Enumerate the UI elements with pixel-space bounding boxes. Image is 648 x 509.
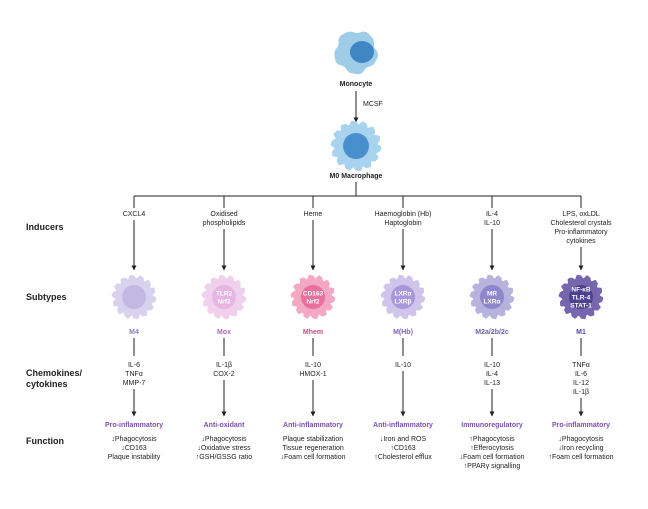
function-text: ↓Phagocytosis bbox=[558, 436, 604, 443]
inducer-text: Haptoglobin bbox=[384, 220, 421, 227]
function-text: ↑CD163 bbox=[390, 445, 415, 452]
row-label-function: Function bbox=[26, 436, 64, 446]
function-category: Anti-inflammatory bbox=[283, 422, 343, 429]
function-category: Immunoregulatory bbox=[461, 422, 523, 429]
row-label-chemokines-1: Chemokines/ bbox=[26, 368, 83, 378]
subtype-name: M2a/2b/2c bbox=[475, 329, 509, 336]
m0-label: M0 Macrophage bbox=[330, 173, 383, 180]
m0-macrophage-cell bbox=[330, 120, 382, 172]
subtype-marker-text: STAT-1 bbox=[570, 303, 592, 310]
chemokine-text: IL-4 bbox=[486, 371, 498, 378]
inducer-text: LPS, oxLDL bbox=[562, 211, 599, 218]
subtype-marker-text: LXRβ bbox=[395, 299, 412, 306]
chemokine-text: MMP-7 bbox=[123, 380, 146, 387]
function-text: Tissue regeneration bbox=[282, 445, 344, 452]
inducer-text: IL-10 bbox=[484, 220, 500, 227]
function-text: ↓Phagocytosis bbox=[111, 436, 157, 443]
chemokine-text: IL-10 bbox=[395, 362, 411, 369]
inducer-text: Pro-inflammatory bbox=[554, 229, 608, 236]
subtype-name: Mox bbox=[217, 329, 231, 336]
chemokine-text: IL-1β bbox=[573, 389, 589, 396]
function-text: ↑PPARγ signalling bbox=[464, 463, 521, 470]
row-label-chemokines-2: cytokines bbox=[26, 379, 68, 389]
chemokine-text: IL-1β bbox=[216, 362, 232, 369]
row-label-inducers: Inducers bbox=[26, 222, 64, 232]
monocyte-label: Monocyte bbox=[340, 81, 373, 88]
chemokine-text: TNFα bbox=[572, 362, 590, 369]
chemokine-text: IL-12 bbox=[573, 380, 589, 387]
inducer-text: phospholipids bbox=[203, 220, 246, 227]
function-category: Pro-inflammatory bbox=[552, 422, 610, 429]
subtype-marker-text: TLR-4 bbox=[572, 295, 591, 302]
function-text: ↑Efferocytosis bbox=[470, 445, 514, 452]
m0-nucleus bbox=[343, 133, 369, 159]
chemokine-text: IL-6 bbox=[575, 371, 587, 378]
subtype-name: M4 bbox=[129, 329, 139, 336]
subtype-marker-text: TLR2 bbox=[216, 291, 233, 298]
inducer-text: Cholesterol crystals bbox=[550, 220, 612, 227]
subtype-marker-text: LXRα bbox=[395, 291, 412, 298]
function-text: ↑Foam cell formation bbox=[549, 454, 614, 461]
chemokine-text: IL-6 bbox=[128, 362, 140, 369]
function-text: ↓Iron recycling bbox=[558, 445, 603, 452]
inducer-text: cytokines bbox=[566, 238, 596, 245]
chemokine-text: IL-10 bbox=[305, 362, 321, 369]
chemokine-text: COX-2 bbox=[213, 371, 235, 378]
row-label-subtypes: Subtypes bbox=[26, 292, 67, 302]
function-text: ↓Oxidative stress bbox=[197, 445, 251, 452]
function-text: Plaque instability bbox=[108, 454, 161, 461]
function-category: Anti-inflammatory bbox=[373, 422, 433, 429]
subtype-marker-text: LXRα bbox=[484, 299, 501, 306]
subtype-marker-text: Nrf2 bbox=[306, 299, 319, 306]
inducer-text: CXCL4 bbox=[123, 211, 146, 218]
monocyte-nucleus bbox=[350, 41, 374, 63]
subtype-cell-nucleus bbox=[301, 285, 325, 309]
function-text: Plaque stabilization bbox=[283, 436, 343, 443]
mcsf-label: MCSF bbox=[363, 101, 383, 108]
subtype-marker-text: Nrf2 bbox=[217, 299, 230, 306]
function-text: ↓Foam cell formation bbox=[281, 454, 346, 461]
subtype-cell-nucleus bbox=[569, 285, 593, 309]
subtype-marker-text: NF-κB bbox=[571, 287, 590, 294]
subtype-cell-nucleus bbox=[480, 285, 504, 309]
subtype-marker-text: CD163 bbox=[303, 291, 324, 298]
function-text: ↑Cholesterol efflux bbox=[374, 454, 432, 461]
subtype-cell-nucleus bbox=[391, 285, 415, 309]
monocyte-cell bbox=[334, 31, 379, 75]
function-text: ↓Foam cell formation bbox=[460, 454, 525, 461]
subtype-cell-nucleus bbox=[212, 285, 236, 309]
subtype-name: M(Hb) bbox=[393, 329, 413, 336]
chemokine-text: IL-10 bbox=[484, 362, 500, 369]
inducer-text: IL-4 bbox=[486, 211, 498, 218]
function-text: ↓CD163 bbox=[121, 445, 146, 452]
inducer-text: Heme bbox=[304, 211, 323, 218]
function-text: ↑Phagocytosis bbox=[469, 436, 515, 443]
subtype-marker-text: MR bbox=[487, 291, 497, 298]
chemokine-text: HMOX-1 bbox=[299, 371, 326, 378]
chemokine-text: IL-13 bbox=[484, 380, 500, 387]
subtype-cell-nucleus bbox=[122, 285, 146, 309]
chemokine-text: TNFα bbox=[125, 371, 143, 378]
inducer-text: Haemoglobin (Hb) bbox=[375, 211, 432, 218]
subtype-name: M1 bbox=[576, 329, 586, 336]
function-category: Pro-inflammatory bbox=[105, 422, 163, 429]
inducer-text: Oxidised bbox=[210, 211, 237, 218]
function-text: ↓Iron and ROS bbox=[380, 436, 427, 443]
function-text: ↑GSH/GSSG ratio bbox=[196, 454, 253, 461]
subtype-columns: CXCL4M4IL-6TNFαMMP-7Pro-inflammatory↓Pha… bbox=[105, 196, 614, 470]
function-category: Anti-oxidant bbox=[204, 422, 245, 429]
subtype-name: Mhem bbox=[303, 329, 323, 336]
function-text: ↓Phagocytosis bbox=[201, 436, 247, 443]
